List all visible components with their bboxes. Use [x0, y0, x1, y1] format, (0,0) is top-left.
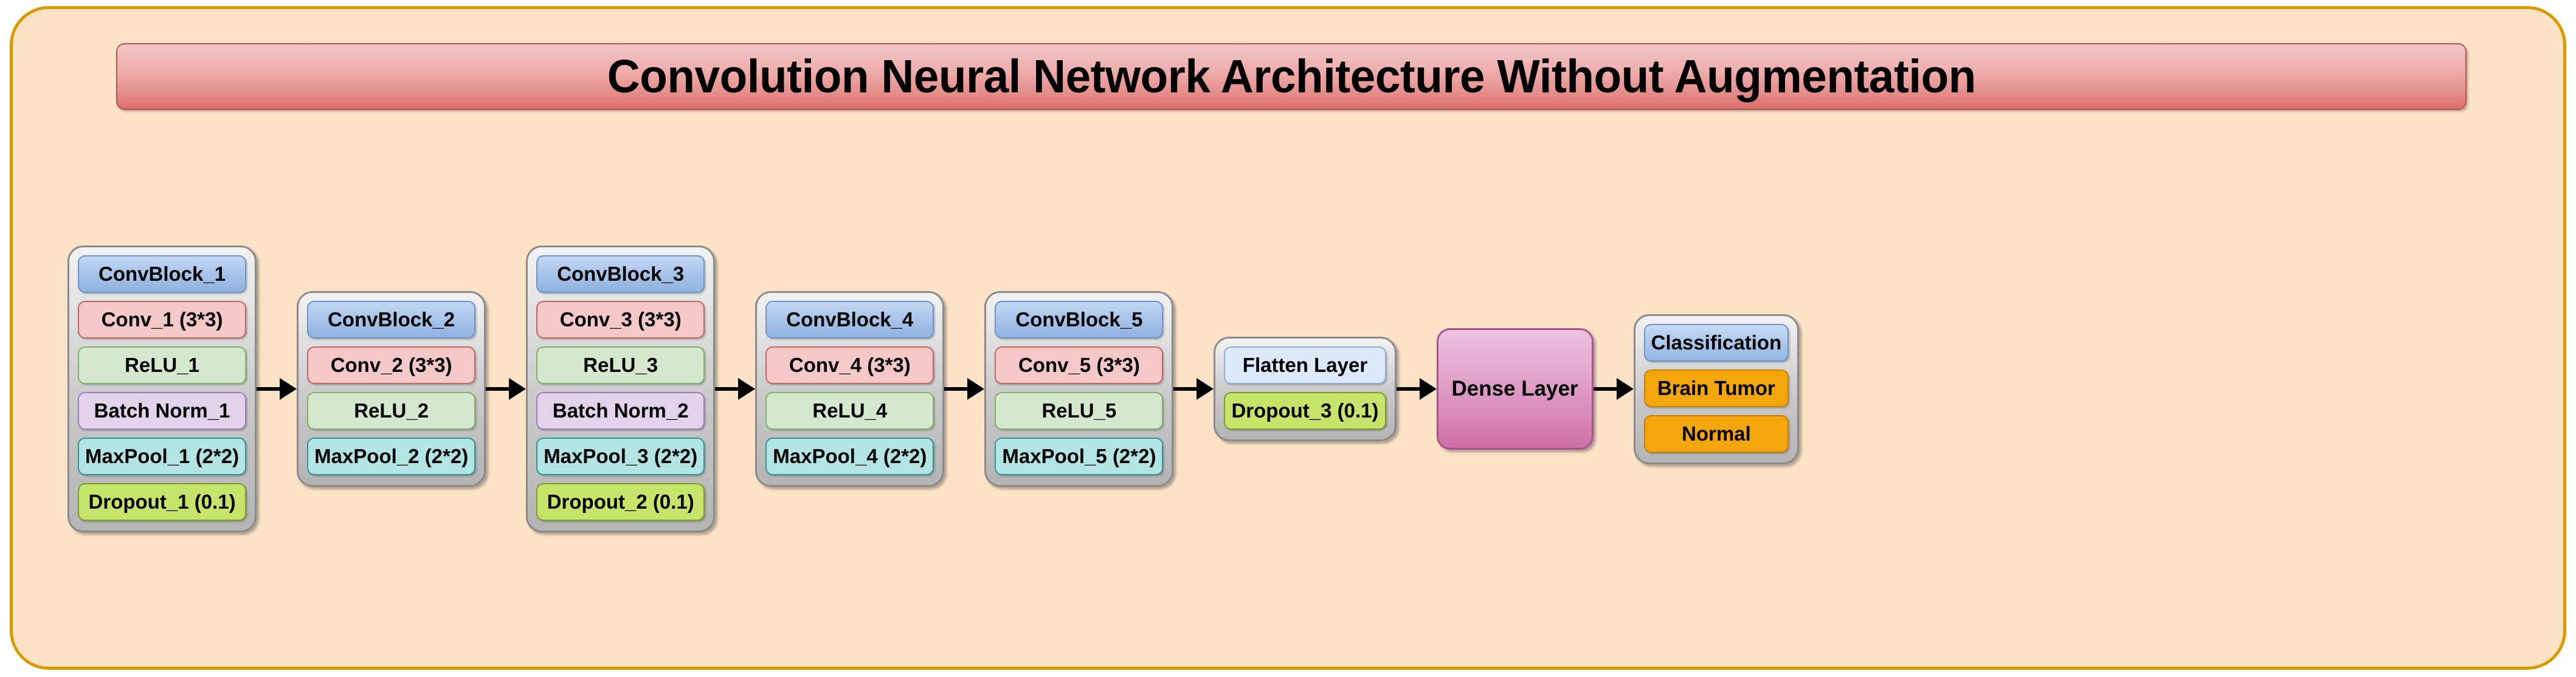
node-relu-2[interactable]: ReLU_2: [307, 392, 476, 430]
arrow-right-icon: [1593, 377, 1634, 401]
node-convblock-4[interactable]: ConvBlock_4: [765, 301, 934, 338]
arrow-right-icon: [715, 377, 756, 401]
node-dropout-3-0-1[interactable]: Dropout_3 (0.1): [1224, 392, 1386, 430]
arrow-shaft: [715, 387, 741, 391]
node-flatten-layer[interactable]: Flatten Layer: [1224, 346, 1386, 384]
node-maxpool-3-2-2[interactable]: MaxPool_3 (2*2): [536, 438, 705, 475]
node-conv-2-3-3[interactable]: Conv_2 (3*3): [307, 346, 476, 384]
node-relu-1[interactable]: ReLU_1: [78, 346, 247, 384]
arrow-shaft: [1593, 387, 1619, 391]
arrow-right-icon: [486, 377, 527, 401]
node-batch-norm-1[interactable]: Batch Norm_1: [78, 392, 247, 430]
arrow-head: [967, 378, 985, 400]
node-dropout-2-0-1[interactable]: Dropout_2 (0.1): [536, 483, 705, 521]
arrow-head: [1616, 378, 1634, 400]
node-batch-norm-2[interactable]: Batch Norm_2: [536, 392, 705, 430]
node-conv-5-3-3[interactable]: Conv_5 (3*3): [995, 346, 1164, 384]
node-maxpool-2-2-2[interactable]: MaxPool_2 (2*2): [307, 438, 476, 475]
node-classification[interactable]: Classification: [1643, 323, 1789, 362]
node-relu-5[interactable]: ReLU_5: [995, 392, 1164, 430]
node-dropout-1-0-1[interactable]: Dropout_1 (0.1): [78, 483, 247, 521]
node-maxpool-1-2-2[interactable]: MaxPool_1 (2*2): [78, 438, 247, 475]
node-relu-3[interactable]: ReLU_3: [536, 346, 705, 384]
arrow-head: [509, 378, 527, 400]
arrow-head: [738, 378, 756, 400]
arrow-head: [280, 378, 297, 400]
node-maxpool-5-2-2[interactable]: MaxPool_5 (2*2): [995, 438, 1164, 475]
arrow-right-icon: [1173, 377, 1214, 401]
figure-canvas: Convolution Neural Network Architecture …: [10, 6, 2566, 670]
node-conv-3-3-3[interactable]: Conv_3 (3*3): [536, 301, 705, 338]
arrow-right-icon: [944, 377, 985, 401]
node-brain-tumor[interactable]: Brain Tumor: [1643, 369, 1789, 407]
arrow-head: [1419, 378, 1437, 400]
arrow-right-icon: [1396, 377, 1437, 401]
node-convblock-5[interactable]: ConvBlock_5: [995, 301, 1164, 338]
arrow-shaft: [1173, 387, 1200, 391]
arrow-head: [1196, 378, 1214, 400]
arrow-shaft: [257, 387, 283, 391]
arrow-shaft: [486, 387, 512, 391]
node-conv-1-3-3[interactable]: Conv_1 (3*3): [78, 301, 247, 338]
arrow-shaft: [944, 387, 970, 391]
arrow-shaft: [1396, 387, 1422, 391]
node-convblock-1[interactable]: ConvBlock_1: [78, 255, 247, 293]
arrow-right-icon: [257, 377, 297, 401]
node-normal[interactable]: Normal: [1643, 414, 1789, 453]
node-convblock-2[interactable]: ConvBlock_2: [307, 301, 476, 338]
node-convblock-3[interactable]: ConvBlock_3: [536, 255, 705, 293]
page-title: Convolution Neural Network Architecture …: [607, 50, 1976, 103]
node-maxpool-4-2-2[interactable]: MaxPool_4 (2*2): [765, 438, 934, 475]
node-relu-4[interactable]: ReLU_4: [765, 392, 934, 430]
node-conv-4-3-3[interactable]: Conv_4 (3*3): [765, 346, 934, 384]
node-dense-layer[interactable]: Dense Layer: [1436, 328, 1594, 450]
diagram-title-banner: Convolution Neural Network Architecture …: [116, 43, 2467, 110]
